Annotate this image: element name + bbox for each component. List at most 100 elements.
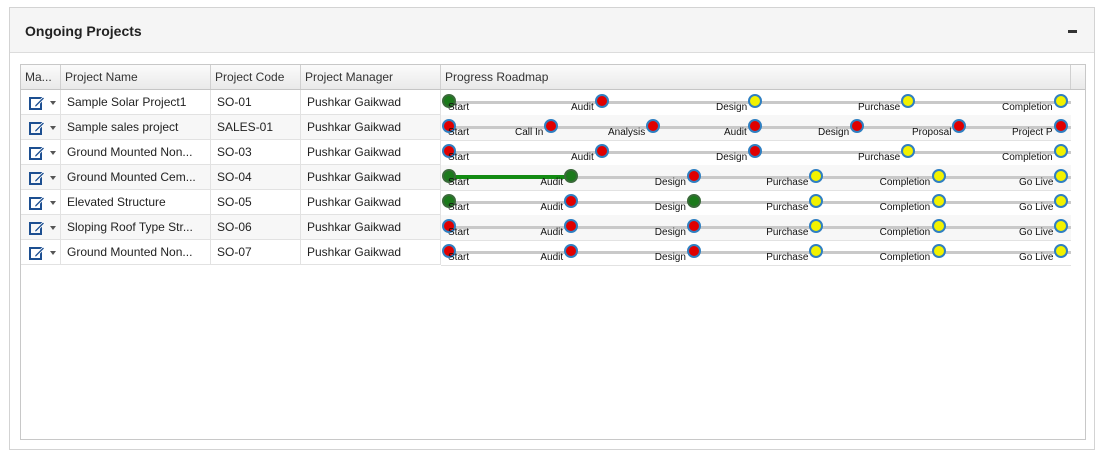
stage-red-dot[interactable]: [686, 244, 701, 258]
project-manager-cell: Pushkar Gaikwad: [301, 90, 441, 115]
stage-red-dot[interactable]: [748, 144, 762, 158]
stage-red-dot[interactable]: [952, 119, 966, 133]
stage-red-dot[interactable]: [442, 244, 456, 258]
caret-down-icon[interactable]: [50, 101, 56, 105]
project-manager-cell: Pushkar Gaikwad: [301, 115, 441, 140]
stage-label: Start: [448, 127, 470, 138]
stage-yellow-dot[interactable]: [1054, 94, 1068, 108]
stage-label: Design: [716, 102, 748, 113]
edit-icon[interactable]: [29, 195, 45, 210]
stage-red-dot[interactable]: [564, 244, 579, 258]
stage-label: Start: [448, 202, 470, 213]
column-header-progress-roadmap[interactable]: Progress Roadmap: [441, 65, 1071, 89]
stage-red-dot[interactable]: [748, 119, 762, 133]
stage-red-dot[interactable]: [686, 219, 701, 233]
stage-red-dot[interactable]: [595, 94, 609, 108]
project-name-cell: Elevated Structure: [61, 190, 211, 215]
stage-label: Completion: [879, 202, 931, 213]
edit-icon[interactable]: [29, 220, 45, 235]
stage-red-dot[interactable]: [1054, 119, 1068, 133]
stage-yellow-dot[interactable]: [1054, 169, 1068, 183]
project-name-cell: Ground Mounted Non...: [61, 140, 211, 165]
caret-down-icon[interactable]: [50, 251, 56, 255]
column-header-project-name[interactable]: Project Name: [61, 65, 211, 89]
stage-yellow-dot[interactable]: [931, 219, 946, 233]
stage-label: Start: [448, 102, 470, 113]
stage-green-dot[interactable]: [686, 194, 701, 208]
row-actions: [21, 140, 61, 165]
stage-red-dot[interactable]: [646, 119, 660, 133]
caret-down-icon[interactable]: [50, 151, 56, 155]
project-name-cell: Sloping Roof Type Str...: [61, 215, 211, 240]
project-code-cell: SO-04: [211, 165, 301, 190]
stage-red-dot[interactable]: [595, 144, 609, 158]
roadmap-rail: [449, 201, 1071, 204]
project-manager-cell: Pushkar Gaikwad: [301, 190, 441, 215]
stage-yellow-dot[interactable]: [901, 144, 915, 158]
stage-green-dot[interactable]: [564, 169, 579, 183]
edit-icon[interactable]: [29, 245, 45, 260]
stage-yellow-dot[interactable]: [1054, 144, 1068, 158]
stage-green-dot[interactable]: [442, 194, 456, 208]
project-code-cell: SO-03: [211, 140, 301, 165]
edit-icon[interactable]: [29, 120, 45, 135]
edit-icon[interactable]: [29, 170, 45, 185]
stage-yellow-dot[interactable]: [1054, 194, 1068, 208]
row-actions: [21, 90, 61, 115]
stage-label: Completion: [879, 227, 931, 238]
caret-down-icon[interactable]: [50, 201, 56, 205]
stage-yellow-dot[interactable]: [809, 169, 824, 183]
collapse-minus-icon[interactable]: [1068, 30, 1077, 33]
stage-yellow-dot[interactable]: [809, 219, 824, 233]
stage-label: Completion: [879, 177, 931, 188]
stage-yellow-dot[interactable]: [1054, 244, 1068, 258]
edit-icon[interactable]: [29, 145, 45, 160]
stage-red-dot[interactable]: [544, 119, 558, 133]
stage-red-dot[interactable]: [442, 219, 456, 233]
roadmap-rail: [449, 176, 1071, 179]
stage-green-dot[interactable]: [442, 94, 456, 108]
stage-yellow-dot[interactable]: [748, 94, 762, 108]
stage-red-dot[interactable]: [564, 219, 579, 233]
roadmap-rail: [449, 226, 1071, 229]
stage-yellow-dot[interactable]: [809, 244, 824, 258]
column-header-manage[interactable]: Ma...: [21, 65, 61, 89]
stage-yellow-dot[interactable]: [931, 194, 946, 208]
stage-red-dot[interactable]: [850, 119, 864, 133]
stage-label: Project P: [1012, 127, 1053, 138]
stage-label: Analysis: [608, 127, 646, 138]
stage-yellow-dot[interactable]: [809, 194, 824, 208]
row-actions: [21, 215, 61, 240]
stage-green-dot[interactable]: [442, 169, 456, 183]
stage-yellow-dot[interactable]: [901, 94, 915, 108]
stage-yellow-dot[interactable]: [1054, 219, 1068, 233]
column-header-project-manager[interactable]: Project Manager: [301, 65, 441, 89]
stage-red-dot[interactable]: [442, 144, 456, 158]
stage-label: Completion: [1002, 102, 1053, 113]
edit-icon[interactable]: [29, 95, 45, 110]
stage-yellow-dot[interactable]: [931, 169, 946, 183]
column-header-project-code[interactable]: Project Code: [211, 65, 301, 89]
stage-label: Design: [818, 127, 850, 138]
caret-down-icon[interactable]: [50, 226, 56, 230]
stage-label: Purchase: [766, 252, 809, 263]
caret-down-icon[interactable]: [50, 126, 56, 130]
stage-red-dot[interactable]: [686, 169, 701, 183]
stage-label: Proposal: [912, 127, 952, 138]
stage-red-dot[interactable]: [564, 194, 579, 208]
stage-label: Audit: [540, 177, 564, 188]
stage-red-dot[interactable]: [442, 119, 456, 133]
caret-down-icon[interactable]: [50, 176, 56, 180]
stage-label: Start: [448, 252, 470, 263]
stage-yellow-dot[interactable]: [931, 244, 946, 258]
